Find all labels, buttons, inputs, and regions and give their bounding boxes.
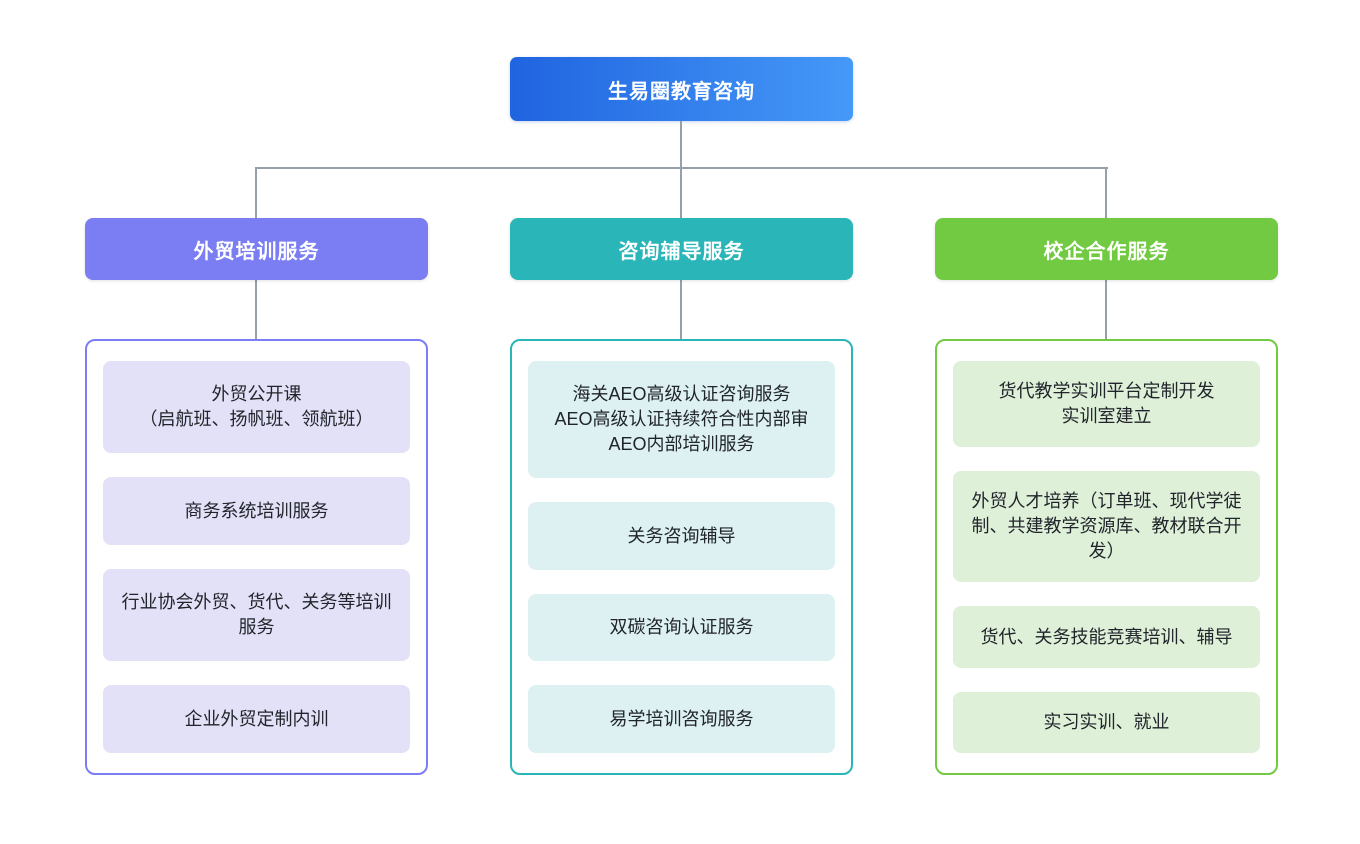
service-item: 易学培训咨询服务	[528, 685, 835, 754]
service-item: 商务系统培训服务	[103, 477, 410, 546]
service-item: 货代、关务技能竞赛培训、辅导	[953, 606, 1260, 668]
service-item: 外贸公开课 （启航班、扬帆班、领航班）	[103, 361, 410, 454]
branch-panel-foreign-trade-training: 外贸公开课 （启航班、扬帆班、领航班） 商务系统培训服务 行业协会外贸、货代、关…	[85, 339, 428, 775]
root-node-label: 生易圈教育咨询	[608, 80, 755, 103]
connector-drop-branch-1	[255, 167, 257, 218]
connector-root-vertical	[680, 121, 682, 168]
service-item: 外贸人才培养（订单班、现代学徒制、共建教学资源库、教材联合开发）	[953, 471, 1260, 583]
connector-branch-3-panel	[1105, 280, 1107, 339]
service-item: 行业协会外贸、货代、关务等培训服务	[103, 569, 410, 662]
branch-panel-school-enterprise: 货代教学实训平台定制开发 实训室建立 外贸人才培养（订单班、现代学徒制、共建教学…	[935, 339, 1278, 775]
branch-header-school-enterprise: 校企合作服务	[935, 218, 1278, 280]
connector-drop-branch-3	[1105, 167, 1107, 218]
branch-header-consulting-coaching: 咨询辅导服务	[510, 218, 853, 280]
service-item: 关务咨询辅导	[528, 502, 835, 570]
connector-branch-2-panel	[680, 280, 682, 339]
root-node: 生易圈教育咨询	[510, 57, 853, 121]
connector-drop-branch-2	[680, 167, 682, 218]
service-item: 双碳咨询认证服务	[528, 593, 835, 662]
branch-header-label: 外贸培训服务	[193, 240, 320, 263]
service-item: 货代教学实训平台定制开发 实训室建立	[953, 361, 1260, 448]
branch-header-label: 咨询辅导服务	[618, 240, 745, 263]
service-item: 企业外贸定制内训	[103, 685, 410, 754]
connector-branch-1-panel	[255, 280, 257, 339]
branch-header-label: 校企合作服务	[1043, 240, 1170, 263]
service-item: 海关AEO高级认证咨询服务 AEO高级认证持续符合性内部审 AEO内部培训服务	[528, 361, 835, 479]
branch-header-foreign-trade-training: 外贸培训服务	[85, 218, 428, 280]
branch-panel-consulting-coaching: 海关AEO高级认证咨询服务 AEO高级认证持续符合性内部审 AEO内部培训服务 …	[510, 339, 853, 775]
service-item: 实习实训、就业	[953, 691, 1260, 753]
